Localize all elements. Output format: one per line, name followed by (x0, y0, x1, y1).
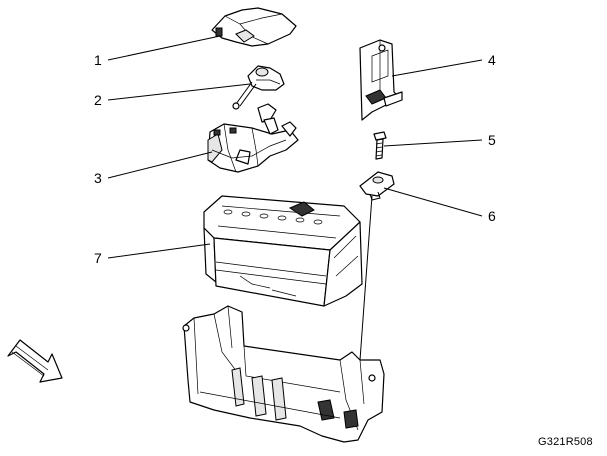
leader-line-1 (107, 35, 221, 61)
leader-lines (107, 35, 483, 361)
leader-line-7 (107, 243, 211, 259)
leader-line-3 (107, 151, 213, 179)
callout-6: 6 (488, 208, 496, 224)
leader-line-2 (107, 83, 251, 101)
callout-1: 1 (94, 52, 102, 68)
leader-line-tray (359, 195, 373, 361)
callout-4: 4 (488, 52, 496, 68)
callout-7: 7 (94, 250, 102, 266)
callout-2: 2 (94, 92, 102, 108)
battery-tray (182, 305, 385, 443)
callout-3: 3 (94, 170, 102, 186)
leader-line-5 (383, 139, 483, 147)
part-5-bolt (373, 131, 387, 160)
part-6-retainer (359, 171, 395, 201)
figure-code: G321R508 (538, 436, 593, 448)
part-7-battery (203, 195, 363, 307)
part-3-cable-terminal-block (207, 103, 299, 173)
part-4-hold-down-bracket (359, 39, 403, 121)
part-2-terminal-clamp (232, 65, 285, 110)
front-direction-arrow-icon (7, 339, 63, 383)
callout-5: 5 (488, 132, 496, 148)
leader-line-6 (383, 187, 483, 217)
leader-line-4 (391, 59, 483, 77)
part-1-terminal-cover (211, 7, 297, 47)
